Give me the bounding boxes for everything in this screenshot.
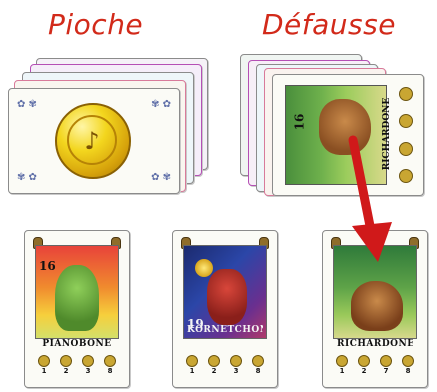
creature-figure: [55, 265, 99, 331]
card-number: 16: [292, 113, 307, 131]
horn-icon: ♪: [84, 127, 100, 155]
card-number: 16: [39, 259, 56, 273]
pip: 8: [402, 355, 414, 383]
ornament-icon: ✾ ✿: [151, 99, 171, 110]
card-title: RICHARDONE: [382, 97, 392, 171]
creature-figure: [319, 99, 371, 155]
hand-card[interactable]: 16 PIANOBONE 1 2 3 8: [24, 230, 130, 388]
acorn-icon: [186, 355, 198, 367]
pip: 8: [252, 355, 264, 383]
acorn-icon: [104, 355, 116, 367]
card-title: PIANOBONE: [42, 339, 112, 349]
pip: 2: [358, 355, 370, 383]
pip: 8: [104, 355, 116, 383]
pip: 1: [186, 355, 198, 383]
pip-row: 1 2 7 8: [331, 355, 419, 383]
draw-pile-top-card[interactable]: ✿ ✾ ✾ ✿ ✾ ✿ ✿ ✾ ♪: [8, 88, 180, 194]
ornament-icon: ✾ ✿: [17, 172, 37, 183]
acorn-icon: [38, 355, 50, 367]
pip-number: 7: [383, 367, 389, 375]
pip-number: 3: [233, 367, 239, 375]
pip-number: 8: [405, 367, 411, 375]
discard-pile-label: Défausse: [262, 8, 396, 41]
pip: 1: [38, 355, 50, 383]
hand-card[interactable]: RICHARDONE 1 2 7 8: [322, 230, 428, 388]
pip-number: 8: [255, 367, 261, 375]
acorn-icon: [208, 355, 220, 367]
gold-coin-icon: ♪: [55, 103, 131, 179]
creature-figure: [207, 269, 247, 325]
pip: 7: [380, 355, 392, 383]
discard-pile[interactable]: 16 RICHARDONE: [230, 40, 430, 200]
pip-number: 1: [189, 367, 195, 375]
pip: 3: [230, 355, 242, 383]
acorn-icon: [336, 355, 348, 367]
acorn-icon: [230, 355, 242, 367]
ornament-icon: ✿ ✾: [17, 99, 37, 110]
pip-row: 1 2 3 8: [181, 355, 269, 383]
pip: 2: [60, 355, 72, 383]
pip-number: 2: [211, 367, 217, 375]
hand: 16 PIANOBONE 1 2 3 8 19 KORNETCHONE 1 2 …: [0, 220, 437, 392]
card-title: KORNETCHONE: [187, 325, 263, 335]
acorn-icon: [60, 355, 72, 367]
acorn-icon: [358, 355, 370, 367]
card-title: RICHARDONE: [337, 339, 413, 349]
acorn-icon: [399, 114, 413, 129]
pip-number: 8: [107, 367, 113, 375]
card-number: 19: [187, 317, 204, 331]
creature-figure: [351, 281, 403, 331]
acorn-icon: [380, 355, 392, 367]
hand-card[interactable]: 19 KORNETCHONE 1 2 3 8: [172, 230, 278, 388]
pip-column: [395, 87, 417, 183]
acorn-icon: [399, 141, 413, 156]
pip-number: 2: [63, 367, 69, 375]
acorn-icon: [399, 87, 413, 101]
draw-pile-label: Pioche: [48, 8, 144, 41]
ornament-icon: ✿ ✾: [151, 172, 171, 183]
trumpet-icon: [195, 259, 213, 277]
discard-top-card[interactable]: 16 RICHARDONE: [272, 74, 424, 196]
acorn-icon: [399, 168, 413, 183]
pip: 3: [82, 355, 94, 383]
pip-number: 1: [339, 367, 345, 375]
acorn-icon: [402, 355, 414, 367]
pip-number: 3: [85, 367, 91, 375]
acorn-icon: [82, 355, 94, 367]
coin-emblem: ♪: [67, 115, 117, 165]
pip-number: 1: [41, 367, 47, 375]
draw-pile[interactable]: ✿ ✾ ✾ ✿ ✾ ✿ ✿ ✾ ♪: [0, 0, 210, 200]
acorn-icon: [252, 355, 264, 367]
pip: 2: [208, 355, 220, 383]
pip: 1: [336, 355, 348, 383]
pip-row: 1 2 3 8: [33, 355, 121, 383]
pip-number: 2: [361, 367, 367, 375]
